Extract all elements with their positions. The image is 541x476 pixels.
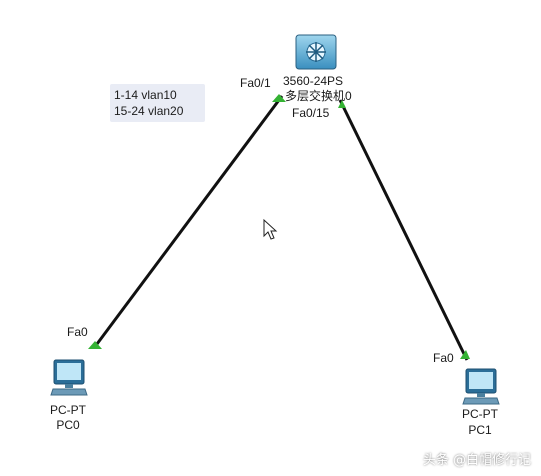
multilayer-switch-icon (295, 34, 337, 70)
link-status-up-fa0-1 (272, 94, 286, 102)
watermark: 头条 @白帽修行记 (422, 453, 531, 468)
vlan-note[interactable]: 1-14 vlan10 15-24 vlan20 (110, 84, 205, 122)
pc1-name-label: PC1 (468, 423, 492, 437)
pc0-port-label: Fa0 (67, 325, 88, 339)
pc0-name-label: PC0 (56, 418, 80, 432)
vlan-note-line-1: 1-14 vlan10 (114, 88, 177, 102)
pc-icon (50, 359, 88, 396)
switch-port-fa0-15-label: Fa0/15 (292, 106, 330, 120)
link-switch-pc1[interactable] (338, 99, 469, 361)
switch-name-label: 多层交换机0 (285, 89, 352, 103)
vlan-note-line-2: 15-24 vlan20 (114, 104, 184, 118)
link-status-up-fa0-15 (338, 100, 346, 108)
pc0-type-label: PC-PT (50, 403, 86, 417)
pc1-port-label: Fa0 (433, 351, 454, 365)
link-status-up-pc1 (460, 350, 470, 359)
pc1-type-label: PC-PT (462, 407, 498, 421)
multilayer-switch-node[interactable] (294, 33, 338, 73)
pc0-node[interactable] (50, 358, 88, 398)
pc1-node[interactable] (462, 367, 500, 407)
mouse-cursor-icon (263, 218, 278, 240)
link-status-up-pc0 (88, 341, 102, 349)
switch-model-label: 3560-24PS (283, 74, 344, 88)
link-switch-pc0[interactable] (92, 95, 284, 349)
switch-port-fa0-1-label: Fa0/1 (240, 76, 271, 90)
pc-icon (462, 368, 500, 405)
